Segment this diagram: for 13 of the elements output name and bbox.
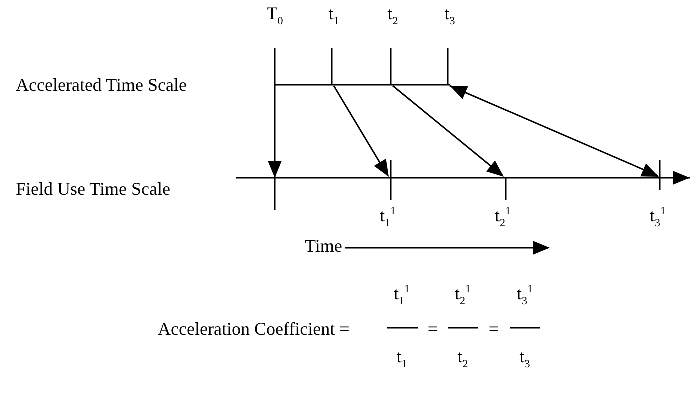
scale-label: Field Use Time Scale	[16, 180, 171, 198]
equals-sign: =	[488, 320, 500, 338]
formula-term: t$_{2}$	[458, 348, 468, 370]
formula-term: t$_{3}$	[520, 348, 530, 370]
time-label: t$_{1}$	[328, 4, 340, 28]
formula-label: Acceleration Coefficient =	[158, 320, 350, 338]
time-label: T$_{0}$	[266, 4, 284, 28]
axis-label: Time	[305, 237, 342, 255]
time-label: t$_{3}$	[444, 4, 456, 28]
scale-label: Accelerated Time Scale	[16, 76, 187, 94]
formula-term: t$_{1}$	[396, 348, 408, 370]
equals-sign: =	[428, 320, 438, 338]
time-label: t$_{2}$	[388, 4, 398, 28]
